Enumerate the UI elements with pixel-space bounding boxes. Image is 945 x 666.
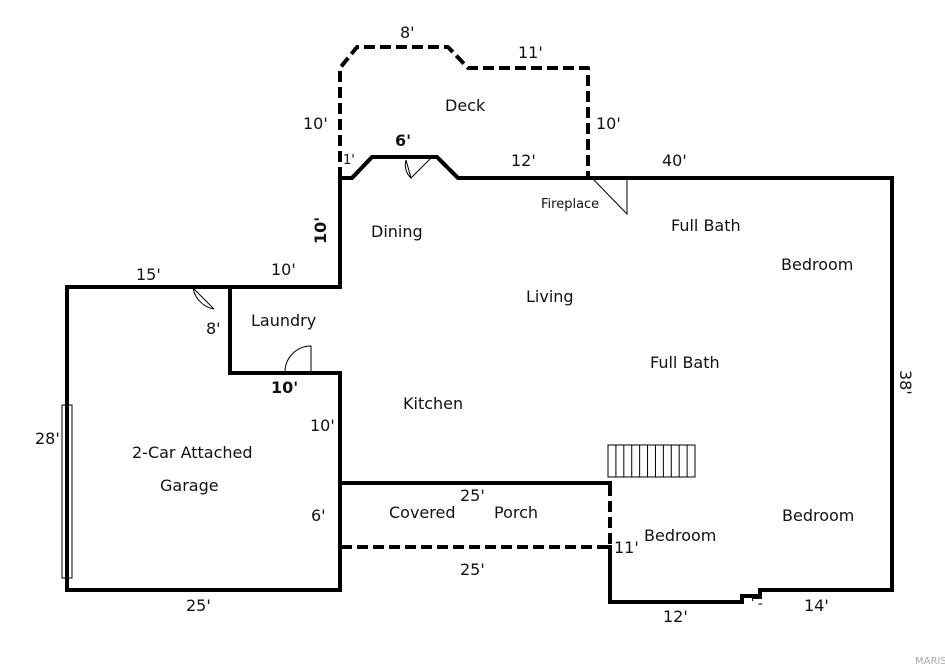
dim-deck-bottom: 12' xyxy=(511,151,536,170)
dim-laundry-bottom: 10' xyxy=(271,378,298,397)
label-garage-line2: Garage xyxy=(160,476,219,495)
label-kitchen: Kitchen xyxy=(403,394,463,413)
dim-dining-left: 10' xyxy=(311,217,330,244)
dim-laundry-left: 8' xyxy=(206,319,221,338)
deck-outline xyxy=(338,45,590,178)
watermark-text: MARIS xyxy=(915,656,945,666)
label-full-bath-upper: Full Bath xyxy=(671,216,741,235)
label-bedroom-lower-left: Bedroom xyxy=(644,526,716,545)
garage-door xyxy=(61,404,73,579)
door-swing-icon xyxy=(192,287,215,310)
label-bedroom-upper: Bedroom xyxy=(781,255,853,274)
dim-house-right: 38' xyxy=(896,370,915,395)
dim-garage-width: 25' xyxy=(186,596,211,615)
garage-outline xyxy=(65,285,342,592)
dim-house-top: 40' xyxy=(662,151,687,170)
dim-porch-bottom: 25' xyxy=(460,560,485,579)
dim-bump-notch: 1' xyxy=(748,594,763,606)
dim-kitchen-left: 10' xyxy=(310,416,335,435)
dim-bottom-right: 14' xyxy=(804,596,829,615)
dim-porch-top: 25' xyxy=(460,486,485,505)
stairs xyxy=(607,444,696,478)
label-fireplace: Fireplace xyxy=(541,197,599,212)
door-swing-icon xyxy=(404,156,433,179)
dim-deck-left: 10' xyxy=(303,114,328,133)
dim-deck-top: 8' xyxy=(400,23,415,42)
label-deck: Deck xyxy=(445,96,486,115)
porch-outline xyxy=(340,481,612,549)
dim-garage-left: 28' xyxy=(35,429,60,448)
dim-deck-right: 10' xyxy=(596,114,621,133)
dim-garage-top: 15' xyxy=(136,265,161,284)
dim-bedroom-left: 11' xyxy=(614,538,639,557)
label-dining: Dining xyxy=(371,222,423,241)
door-swing-icon xyxy=(284,345,312,373)
label-covered: Covered xyxy=(389,503,456,522)
label-laundry: Laundry xyxy=(251,311,316,330)
stairs-frame xyxy=(607,444,696,478)
dim-deck-corner: 1' xyxy=(343,153,355,168)
label-garage-line1: 2-Car Attached xyxy=(132,443,253,462)
dim-garage-bottom: 12' xyxy=(663,607,688,626)
dim-deck-top-right: 11' xyxy=(518,43,543,62)
label-living: Living xyxy=(526,287,574,306)
fireplace-icon xyxy=(591,177,628,216)
dim-porch-left: 6' xyxy=(311,506,326,525)
label-porch: Porch xyxy=(494,503,538,522)
label-full-bath-lower: Full Bath xyxy=(650,353,720,372)
label-bedroom-lower-right: Bedroom xyxy=(782,506,854,525)
dim-deck-bump: 6' xyxy=(395,131,411,150)
dim-laundry-top: 10' xyxy=(271,260,296,279)
